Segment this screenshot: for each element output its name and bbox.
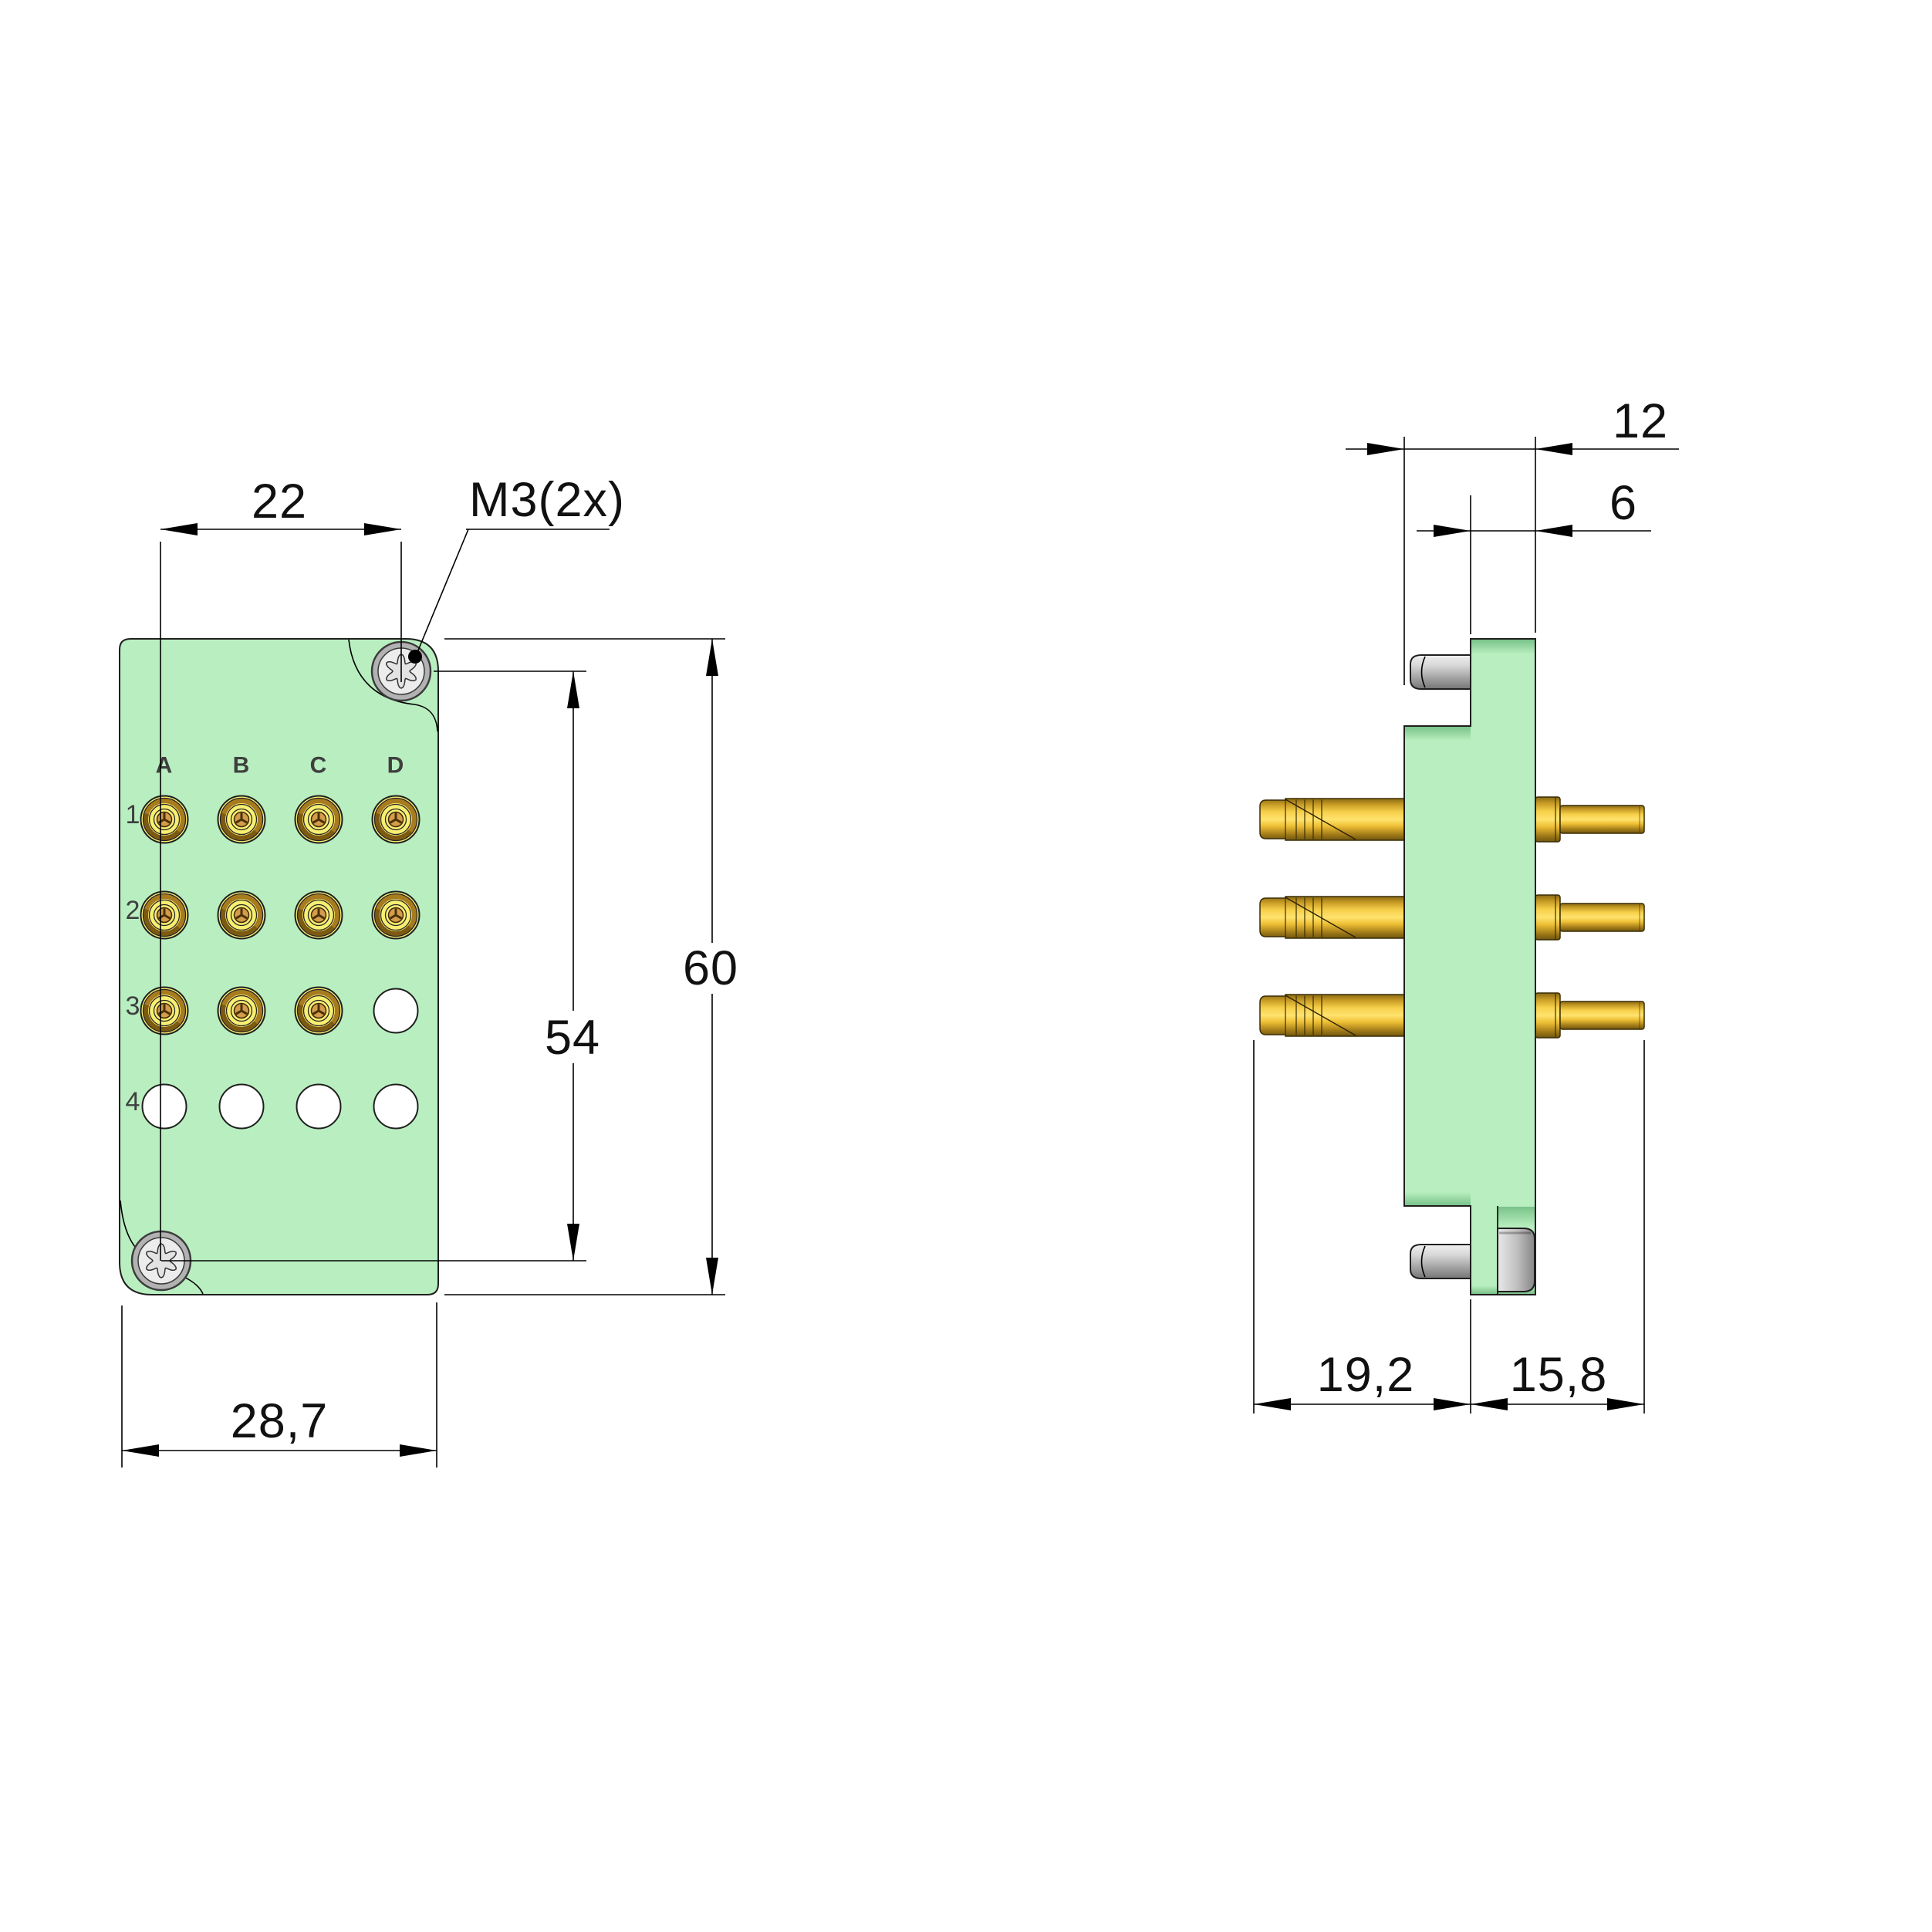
gold-contact xyxy=(217,890,266,940)
dim-54-text: 54 xyxy=(545,1011,600,1065)
gold-contact xyxy=(371,795,421,844)
front-plate xyxy=(119,638,439,1295)
side-body xyxy=(1403,638,1536,1295)
column-label-b: B xyxy=(233,753,251,779)
empty-hole xyxy=(218,1083,265,1130)
side-pin-right xyxy=(1535,796,1645,843)
note-m3: M3(2x) xyxy=(415,473,625,657)
boss-contour-top-right xyxy=(348,639,438,732)
gold-contact xyxy=(371,890,421,940)
dim-28-7-text: 28,7 xyxy=(231,1394,329,1448)
dimension-6: 6 xyxy=(1417,476,1651,634)
dim-15-8-text: 15,8 xyxy=(1510,1348,1608,1402)
side-screw-pin-bottom xyxy=(1410,1244,1471,1279)
row-label-4: 4 xyxy=(126,1087,140,1116)
column-label-d: D xyxy=(387,753,405,779)
side-pin-right xyxy=(1535,992,1645,1039)
column-label-a: A xyxy=(156,753,174,779)
row-label-3: 3 xyxy=(126,991,140,1021)
dimension-54: 54 xyxy=(161,670,600,1262)
dim-19-2-text: 19,2 xyxy=(1317,1348,1415,1402)
empty-hole xyxy=(141,1083,187,1130)
m3-note-text: M3(2x) xyxy=(469,473,625,527)
dim-60-text: 60 xyxy=(683,941,738,995)
dimension-60: 60 xyxy=(444,638,738,1295)
gold-contact xyxy=(217,986,266,1035)
side-pin-right xyxy=(1535,894,1645,941)
dimension-19-2-and-15-8: 19,2 15,8 xyxy=(1253,1040,1645,1414)
gold-contact xyxy=(140,890,189,940)
gold-contact xyxy=(294,890,343,940)
side-shade-body-top xyxy=(1405,727,1471,741)
dimension-28-7: 28,7 xyxy=(121,1302,437,1468)
side-pin-left xyxy=(1259,994,1406,1037)
dim-12-text: 12 xyxy=(1613,394,1668,448)
row-label-2: 2 xyxy=(126,896,140,925)
side-shade-notch-top xyxy=(1498,1207,1535,1227)
side-screw-pin-top xyxy=(1410,654,1471,690)
side-pin-left xyxy=(1259,896,1406,939)
dimension-12: 12 xyxy=(1346,394,1679,685)
gold-contact xyxy=(294,795,343,844)
gold-contact xyxy=(217,795,266,844)
row-label-1: 1 xyxy=(126,800,140,829)
empty-hole xyxy=(373,1083,419,1130)
side-screw-head-bottom xyxy=(1497,1228,1535,1292)
gold-contact xyxy=(294,986,343,1035)
front-view: A B C D 1 2 3 4 22 M3(2x) xyxy=(119,473,738,1468)
dim-22-text: 22 xyxy=(252,475,307,529)
side-shade-flange-top xyxy=(1471,640,1535,654)
m3-marker-dot xyxy=(408,650,422,664)
column-label-c: C xyxy=(310,753,328,779)
side-shade-body-bottom xyxy=(1405,1192,1471,1205)
side-pin-left xyxy=(1259,798,1406,841)
gold-contact xyxy=(140,795,189,844)
empty-hole xyxy=(373,988,419,1034)
dim-6-text: 6 xyxy=(1609,476,1637,530)
side-view: 12 6 19,2 15,8 xyxy=(1253,394,1679,1414)
dimension-22: 22 xyxy=(160,475,402,1261)
empty-hole xyxy=(296,1083,342,1130)
